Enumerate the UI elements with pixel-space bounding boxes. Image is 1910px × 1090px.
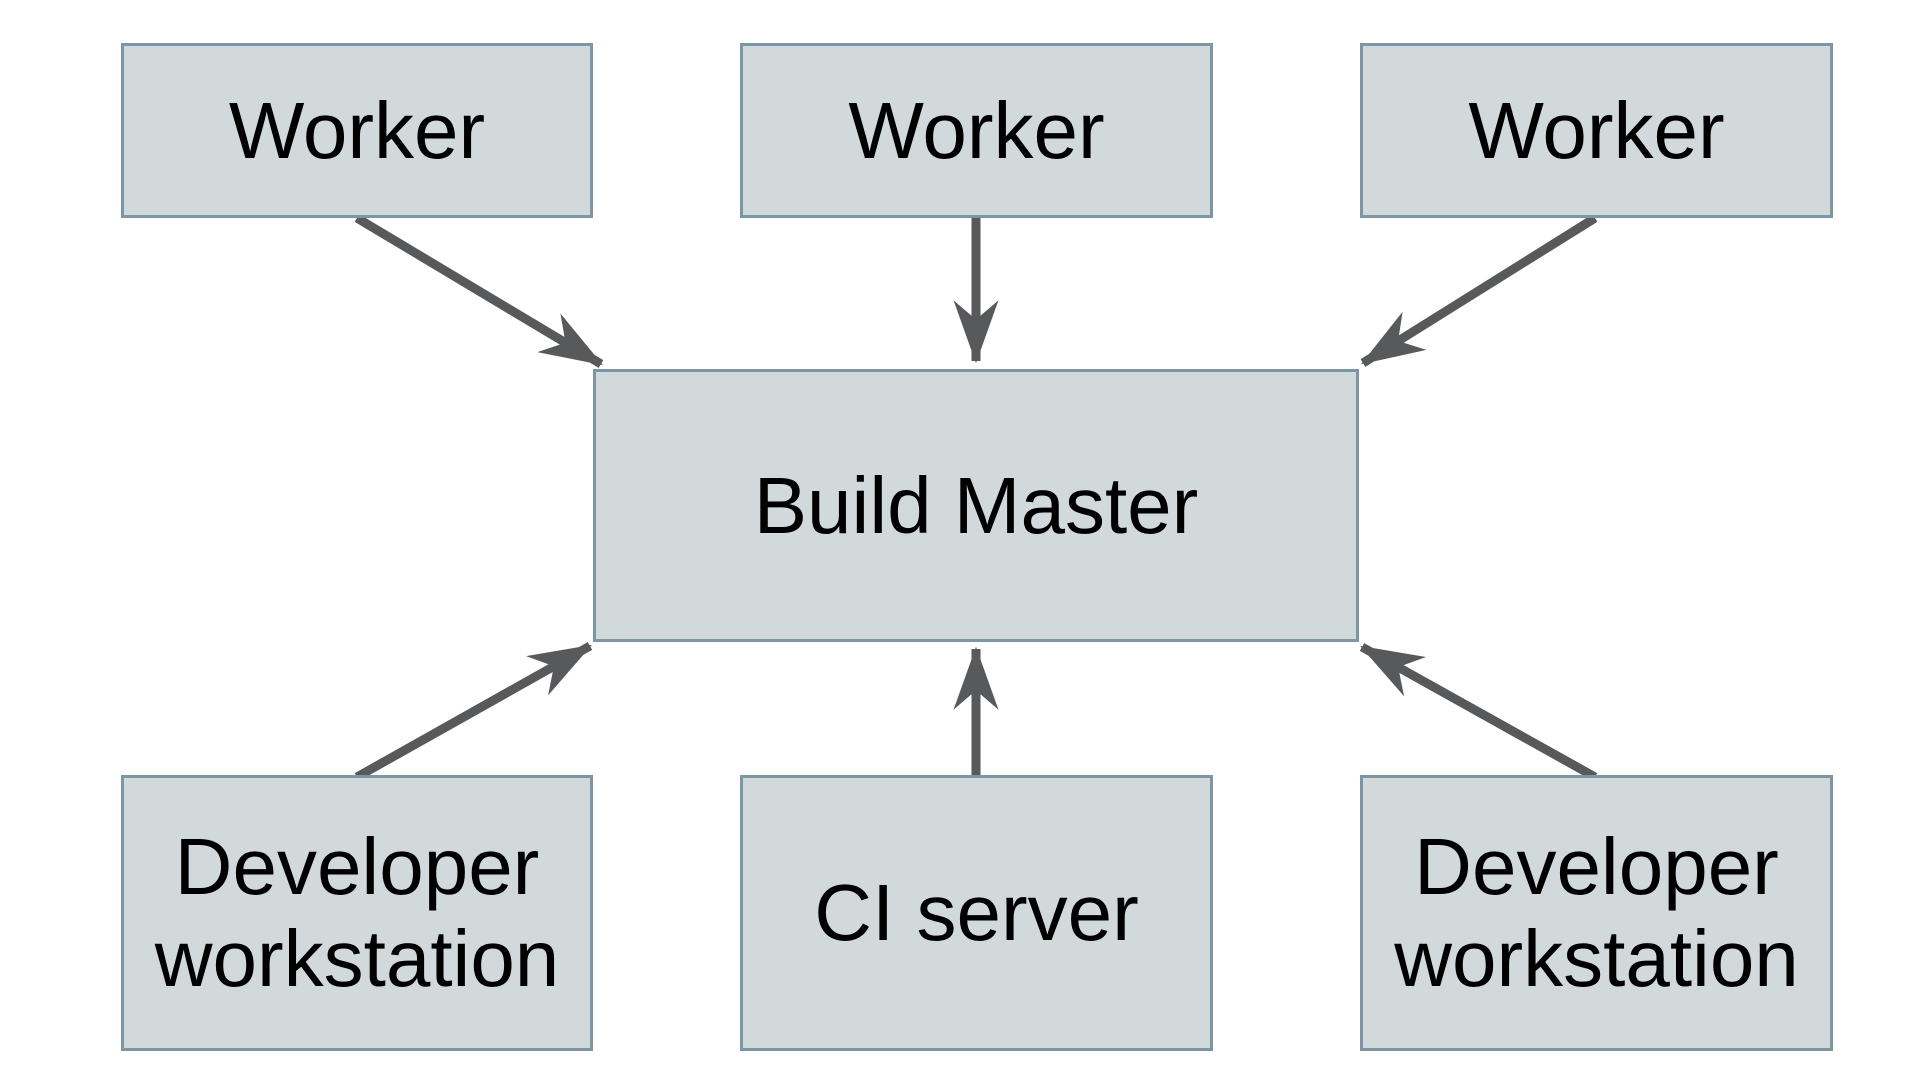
- arrow-worker-1-to-build-master: [354, 214, 604, 368]
- node-label: Developer workstation: [154, 822, 560, 1003]
- node-worker-1: Worker: [121, 43, 593, 218]
- node-worker-3: Worker: [1360, 43, 1833, 218]
- node-developer-workstation-left: Developer workstation: [121, 775, 593, 1051]
- node-developer-workstation-right: Developer workstation: [1360, 775, 1833, 1051]
- node-label: Worker: [228, 85, 486, 175]
- node-label: Build Master: [753, 460, 1199, 550]
- node-label: Developer workstation: [1394, 822, 1799, 1003]
- node-worker-2: Worker: [740, 43, 1213, 218]
- arrow-developer-workstation-right-to-build-master: [1359, 643, 1598, 781]
- node-build-master: Build Master: [593, 369, 1359, 642]
- node-label: CI server: [814, 868, 1139, 957]
- node-ci-server: CI server: [740, 775, 1213, 1051]
- node-label: Worker: [848, 85, 1105, 175]
- node-label: Worker: [1468, 85, 1725, 175]
- arrow-developer-workstation-left-to-build-master: [354, 642, 593, 781]
- arrow-worker-3-to-build-master: [1360, 214, 1598, 367]
